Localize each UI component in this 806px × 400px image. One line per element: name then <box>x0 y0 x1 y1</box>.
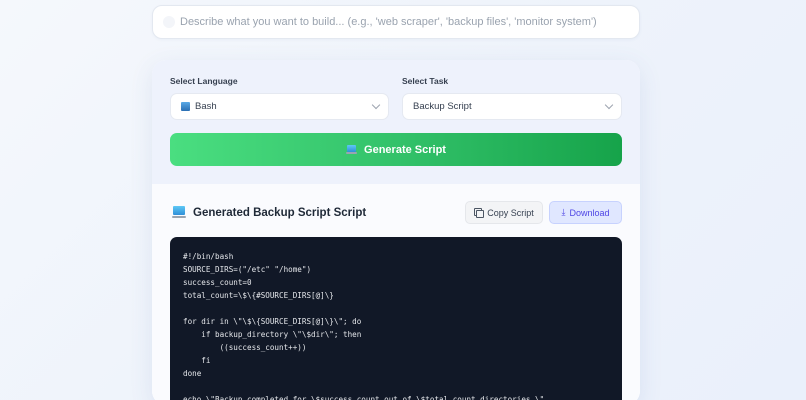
laptop-icon <box>172 206 186 219</box>
search-bar[interactable] <box>152 5 640 39</box>
output-title: Generated Backup Script Script <box>172 206 366 219</box>
language-label: Select Language <box>170 76 238 86</box>
chevron-down-icon <box>371 100 381 110</box>
task-select[interactable]: Backup Script <box>402 93 622 120</box>
laptop-icon <box>346 144 358 155</box>
search-input[interactable] <box>180 16 639 28</box>
code-block[interactable]: #!/bin/bash SOURCE_DIRS=("/etc" "/home")… <box>170 237 622 400</box>
download-label: Download <box>569 207 610 218</box>
download-button[interactable]: ⤓ Download <box>549 201 622 224</box>
copy-script-button[interactable]: Copy Script <box>465 201 543 224</box>
output-title-text: Generated Backup Script Script <box>193 206 367 219</box>
script-generator-card: Select Language Bash Select Task Backup … <box>152 60 640 400</box>
generate-label: Generate Script <box>364 143 446 156</box>
generate-script-button[interactable]: Generate Script <box>170 133 622 166</box>
copy-label: Copy Script <box>487 207 534 218</box>
chevron-down-icon <box>604 100 614 110</box>
copy-icon <box>474 208 485 218</box>
task-label: Select Task <box>402 76 449 86</box>
search-icon <box>163 16 175 28</box>
controls-panel: Select Language Bash Select Task Backup … <box>152 60 640 184</box>
bash-icon <box>181 102 190 111</box>
language-value: Bash <box>195 101 217 112</box>
output-panel: Generated Backup Script Script Copy Scri… <box>152 184 640 400</box>
task-value: Backup Script <box>413 101 472 112</box>
language-select[interactable]: Bash <box>170 93 389 120</box>
download-icon: ⤓ <box>561 207 566 217</box>
